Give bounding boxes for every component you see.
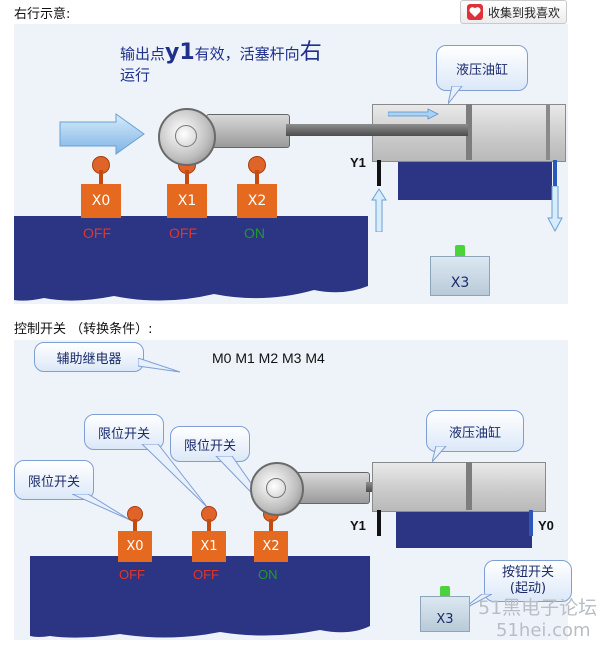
top-switch-x1-state: OFF <box>169 225 197 241</box>
move-right-arrow <box>59 113 145 155</box>
top-switch-x0: X0 <box>81 156 121 220</box>
watermark-line2: 51hei.com <box>496 620 591 641</box>
control-switch-title: 控制开关 （转换条件）: <box>14 322 153 337</box>
heart-icon <box>467 4 483 20</box>
bottom-switch-x0-state: OFF <box>119 567 145 582</box>
favorite-button[interactable]: 收集到我喜欢 <box>460 0 568 24</box>
bottom-bubble-tail <box>432 446 447 463</box>
bottom-y0-label: Y0 <box>538 518 554 533</box>
top-switch-x2: X2 <box>237 156 277 220</box>
start-button-bubble: 按钮开关 (起动) <box>484 560 572 602</box>
start-button-bubble-line2: (起动) <box>509 581 547 596</box>
top-inner-rod <box>372 124 468 136</box>
top-cylinder-base <box>398 156 552 200</box>
top-x3-button: X3 <box>430 256 490 296</box>
bottom-switch-x2-label: X2 <box>254 531 288 562</box>
limit-switch-bubble-x0: 限位开关 <box>14 460 94 500</box>
bottom-x3-led <box>440 586 450 600</box>
top-piston-rod <box>286 124 376 136</box>
bottom-ground <box>30 556 370 638</box>
top-ground <box>14 216 368 301</box>
top-cylinder-piston <box>466 104 472 160</box>
start-button-bubble-line1: 按钮开关 <box>501 565 554 580</box>
top-cylinder-bubble: 液压油缸 <box>436 45 528 91</box>
bottom-switch-x1-state: OFF <box>193 567 219 582</box>
bottom-switch-x0-label: X0 <box>118 531 152 562</box>
bottom-y1-port <box>377 510 381 536</box>
top-y0-port <box>553 160 557 186</box>
relay-bubble: 辅助继电器 <box>34 342 144 372</box>
top-switch-x0-label: X0 <box>81 184 121 218</box>
bottom-y0-port <box>529 510 533 536</box>
top-y1-label: Y1 <box>350 155 366 170</box>
bottom-switch-x1-label: X1 <box>192 531 226 562</box>
top-switch-x1-label: X1 <box>167 184 207 218</box>
limit-switch-bubble-x2: 限位开关 <box>170 426 250 462</box>
bottom-roller-hub <box>266 478 286 498</box>
top-switch-x2-label: X2 <box>237 184 277 218</box>
bottom-switch-x1: X1 <box>192 506 226 562</box>
bottom-x3-button[interactable]: X3 <box>420 596 470 632</box>
favorite-label: 收集到我喜欢 <box>488 5 561 20</box>
right-demo-title: 右行示意: <box>14 7 71 22</box>
bottom-cylinder-base <box>396 506 532 548</box>
top-y0-down-arrow <box>547 186 563 232</box>
bottom-cylinder-body <box>372 462 546 512</box>
top-switch-x0-state: OFF <box>83 225 111 241</box>
top-switch-x2-state: ON <box>244 225 265 241</box>
top-bubble-tail <box>448 86 463 105</box>
bottom-cylinder-piston <box>466 462 472 510</box>
bottom-piston-head <box>292 472 370 504</box>
top-piston-head <box>206 114 290 148</box>
top-instruction-line2: 运行 <box>120 66 151 84</box>
relay-bubble-tail <box>138 358 181 373</box>
top-x3-led <box>455 245 465 261</box>
limit-switch-bubble-x1-tail <box>141 444 209 509</box>
top-y1-port <box>377 160 381 186</box>
limit-switch-bubble-x0-tail <box>72 494 131 521</box>
top-flow-arrow <box>388 108 439 120</box>
top-y1-up-arrow <box>371 188 387 232</box>
bottom-y1-label: Y1 <box>350 518 366 533</box>
top-switch-x1: X1 <box>167 156 207 220</box>
top-roller-hub <box>175 125 197 147</box>
watermark-line1: 51黑电子论坛 <box>478 597 598 619</box>
top-instruction: 输出点y1有效，活塞杆向右 <box>120 40 322 65</box>
bottom-cylinder-bubble: 液压油缸 <box>426 410 524 452</box>
top-cylinder-end <box>546 104 550 160</box>
relay-list: M0 M1 M2 M3 M4 <box>212 350 325 366</box>
bottom-switch-x0: X0 <box>118 506 152 562</box>
bottom-switch-x2-state: ON <box>258 567 278 582</box>
